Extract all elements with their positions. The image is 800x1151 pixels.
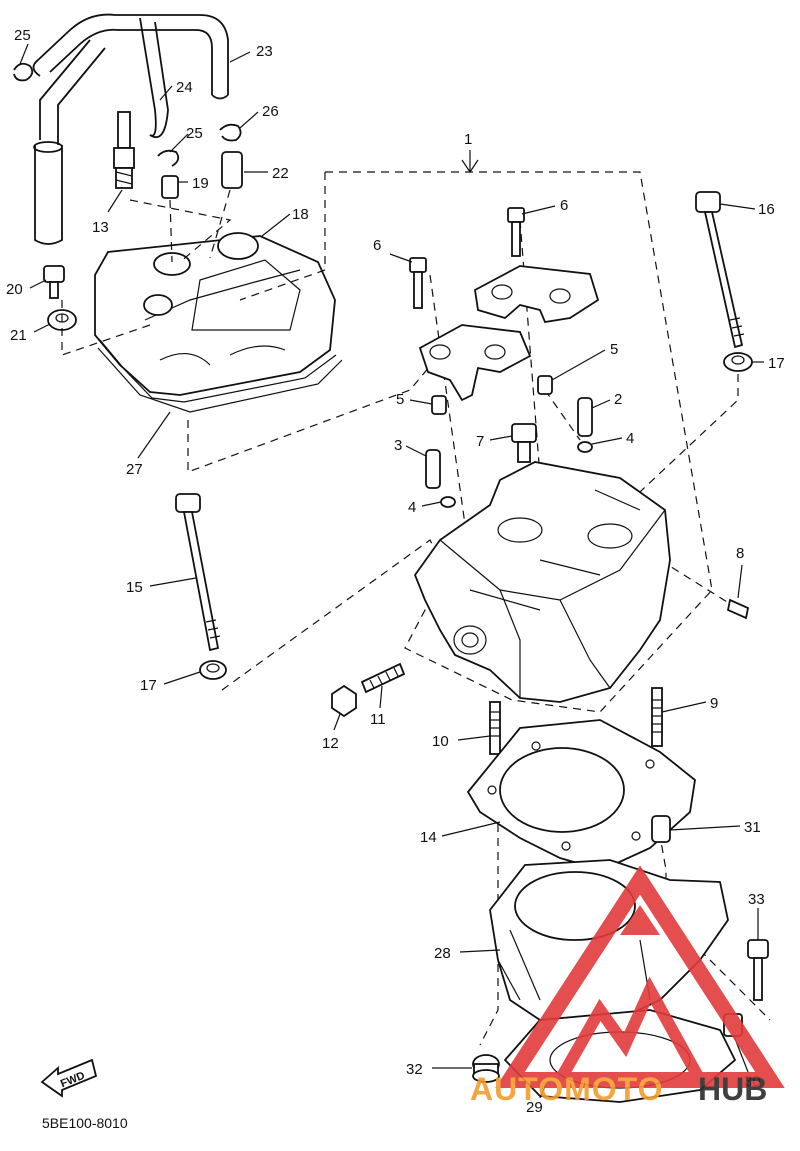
dowel-pin-5-right xyxy=(537,375,553,395)
head-gasket xyxy=(466,719,696,871)
callout-17-right: 17 xyxy=(768,355,785,372)
dowel-pin-5-left xyxy=(431,395,447,415)
callout-15: 15 xyxy=(126,579,143,596)
callout-12: 12 xyxy=(322,735,339,752)
callout-10: 10 xyxy=(432,733,449,750)
cylinder-head xyxy=(413,461,671,703)
cap-22 xyxy=(221,151,243,189)
fwd-arrow-icon: FWD xyxy=(40,1058,98,1098)
watermark-brand-part1: AUTOMOTO xyxy=(470,1071,663,1107)
washer-17-left xyxy=(199,660,227,680)
head-bolt-15 xyxy=(175,493,221,652)
cap-bolt-6-right xyxy=(507,207,525,257)
nut-12 xyxy=(331,684,357,718)
assembly-1-outline xyxy=(325,171,713,713)
bolt-33 xyxy=(747,939,769,1001)
valve-guide-3 xyxy=(425,449,441,489)
callout-27: 27 xyxy=(126,461,143,478)
callout-16: 16 xyxy=(758,201,775,218)
callout-14: 14 xyxy=(420,829,437,846)
stud-11 xyxy=(360,662,406,694)
hose-clip-26 xyxy=(219,123,242,142)
stud-8 xyxy=(726,598,750,620)
callout-23: 23 xyxy=(256,43,273,60)
callout-5-right: 5 xyxy=(610,341,618,358)
washer-17-right xyxy=(723,352,753,372)
callout-32: 32 xyxy=(406,1061,423,1078)
cylinder-head-cover xyxy=(94,232,343,413)
hose-clip-upper xyxy=(13,62,34,82)
callout-3: 3 xyxy=(394,437,402,454)
drawing-number: 5BE100-8010 xyxy=(42,1115,128,1131)
breather-hoses xyxy=(32,13,229,245)
callout-4-right: 4 xyxy=(626,430,634,447)
leader-lines xyxy=(19,43,764,1099)
callout-25-mid: 25 xyxy=(186,125,203,142)
valve-guide-2 xyxy=(577,397,593,437)
callout-8: 8 xyxy=(736,545,744,562)
watermark-brand-part2: HUB xyxy=(698,1071,767,1107)
callout-24: 24 xyxy=(176,79,193,96)
hose-clip-middle xyxy=(157,149,180,167)
cylinder xyxy=(489,859,729,1029)
callout-19: 19 xyxy=(192,175,209,192)
callout-20: 20 xyxy=(6,281,23,298)
callout-29: 29 xyxy=(526,1099,543,1116)
bolt-7 xyxy=(511,423,537,463)
callout-25-top: 25 xyxy=(14,27,31,44)
cap-bolt-6-left xyxy=(409,257,427,309)
callout-9: 9 xyxy=(710,695,718,712)
dowel-31 xyxy=(651,815,671,843)
callout-31: 31 xyxy=(744,819,761,836)
callout-labels: 25 23 24 25 26 22 19 13 18 20 21 27 1 6 … xyxy=(6,27,785,1116)
circlip-4-left xyxy=(440,496,456,508)
callout-5-left: 5 xyxy=(396,391,404,408)
callout-26: 26 xyxy=(262,103,279,120)
callout-2: 2 xyxy=(614,391,622,408)
automotohub-watermark-logo: AUTOMOTO HUB xyxy=(470,865,785,1107)
callout-6-left: 6 xyxy=(373,237,381,254)
head-bolt-16 xyxy=(695,191,745,349)
callout-22: 22 xyxy=(272,165,289,182)
callout-17-left: 17 xyxy=(140,677,157,694)
callout-21: 21 xyxy=(10,327,27,344)
spark-plug xyxy=(113,111,135,189)
camshaft-cap-rear xyxy=(474,265,600,324)
dowel-32 xyxy=(472,1054,500,1083)
callout-1: 1 xyxy=(464,131,472,148)
circlip-4-right xyxy=(577,441,593,453)
callout-13: 13 xyxy=(92,219,109,236)
callout-11: 11 xyxy=(370,711,386,728)
callout-33: 33 xyxy=(748,891,765,908)
bolt-20 xyxy=(43,265,65,299)
callout-28: 28 xyxy=(434,945,451,962)
camshaft-cap-front xyxy=(418,324,532,402)
callout-7: 7 xyxy=(476,433,484,450)
cap-19 xyxy=(161,175,179,199)
stud-9 xyxy=(651,687,663,747)
callout-18: 18 xyxy=(292,206,309,223)
stud-10 xyxy=(489,701,501,755)
callout-6-right: 6 xyxy=(560,197,568,214)
callout-4-left: 4 xyxy=(408,499,416,516)
